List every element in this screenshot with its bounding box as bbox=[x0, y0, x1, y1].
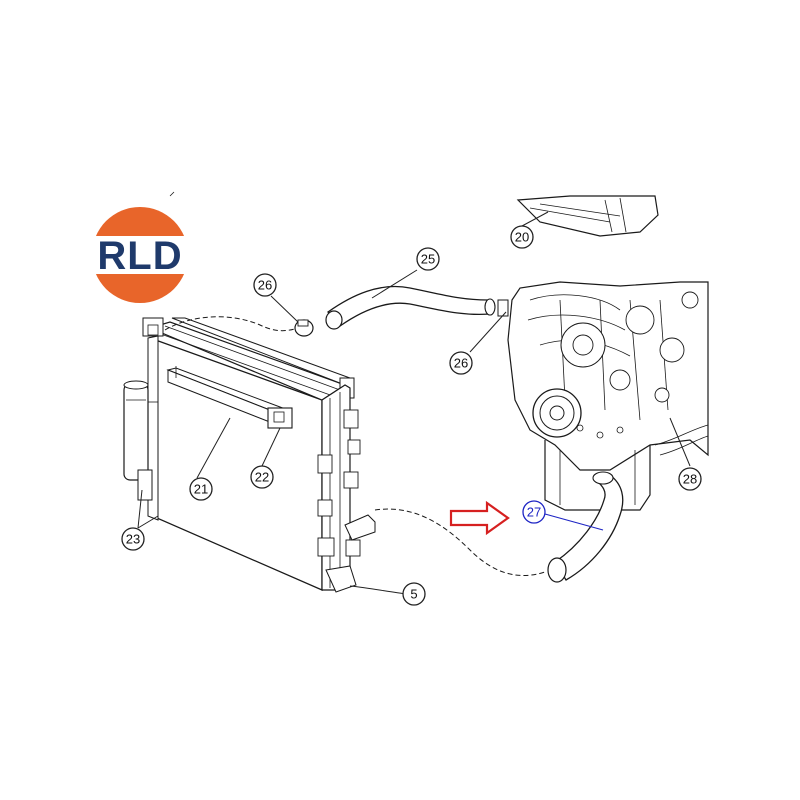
callout-26-left-label: 26 bbox=[258, 278, 272, 293]
upper-radiator-hose bbox=[164, 285, 509, 337]
callout-26-right-label: 26 bbox=[454, 356, 468, 371]
rld-logo: RLD bbox=[92, 207, 188, 303]
lower-radiator-hose bbox=[374, 471, 624, 583]
callout-23: 23 bbox=[121, 527, 145, 551]
callout-27-highlighted: 27 bbox=[522, 500, 546, 524]
highlight-arrow-icon bbox=[449, 500, 510, 536]
callout-21: 21 bbox=[189, 477, 213, 501]
callout-27-label: 27 bbox=[527, 505, 541, 520]
engine-block bbox=[507, 195, 709, 511]
logo-text: RLD bbox=[97, 234, 182, 278]
callout-23-label: 23 bbox=[126, 532, 140, 547]
callout-20-label: 20 bbox=[515, 230, 529, 245]
callout-28-label: 28 bbox=[683, 472, 697, 487]
radiator-assembly bbox=[123, 317, 376, 593]
callout-5: 5 bbox=[402, 582, 426, 606]
callout-26-left: 26 bbox=[253, 273, 277, 297]
callout-20: 20 bbox=[510, 225, 534, 249]
callout-22-label: 22 bbox=[255, 470, 269, 485]
callout-22: 22 bbox=[250, 465, 274, 489]
callout-26-right: 26 bbox=[449, 351, 473, 375]
callout-28: 28 bbox=[678, 467, 702, 491]
callout-25-label: 25 bbox=[421, 252, 435, 267]
callout-25: 25 bbox=[416, 247, 440, 271]
callout-21-label: 21 bbox=[194, 482, 208, 497]
leader-lines bbox=[137, 211, 691, 595]
callout-5-label: 5 bbox=[410, 587, 417, 602]
